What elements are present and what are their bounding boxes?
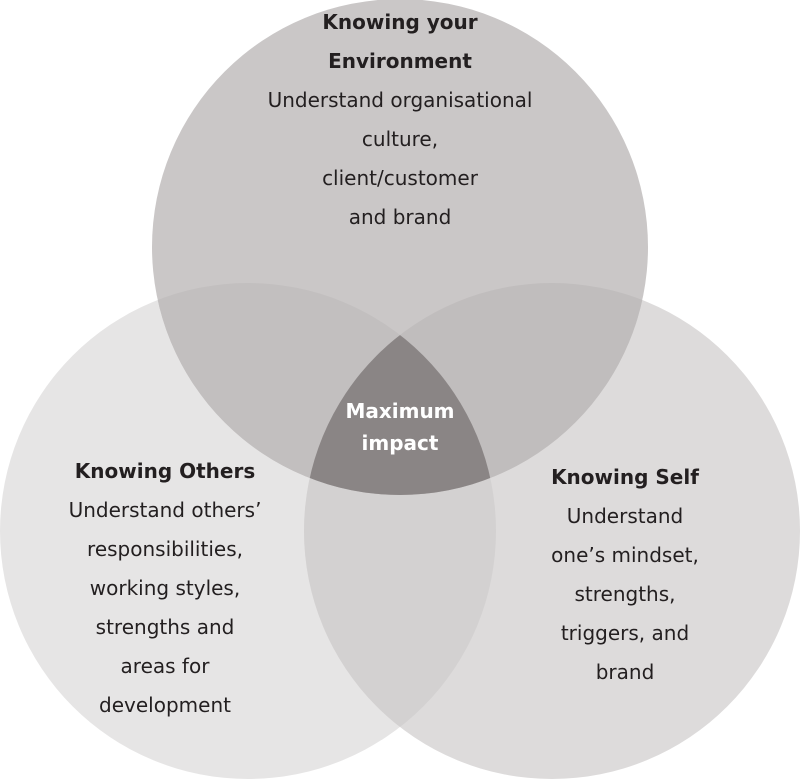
others-title: Knowing Others	[74, 459, 256, 483]
self-line: triggers, and	[560, 621, 690, 645]
environment-title-1: Knowing your	[322, 10, 478, 34]
center-line-1: Maximum	[345, 399, 455, 423]
environment-line: client/customer	[322, 166, 478, 190]
environment-title-2: Environment	[328, 49, 472, 73]
others-line: areas for	[120, 654, 210, 678]
others-line: Understand others’	[68, 498, 262, 522]
others-line: working styles,	[89, 576, 241, 600]
self-label: Knowing Self Understand one’s mindset, s…	[505, 458, 745, 692]
self-title: Knowing Self	[551, 465, 699, 489]
environment-label: Knowing your Environment Understand orga…	[230, 0, 570, 237]
environment-line: Understand organisational	[267, 88, 533, 112]
overlap-maximum-impact	[304, 283, 496, 495]
environment-line: culture,	[361, 127, 439, 151]
others-line: development	[99, 693, 231, 717]
self-line: strengths,	[574, 582, 676, 606]
self-line: Understand	[566, 504, 684, 528]
others-line: strengths and	[95, 615, 235, 639]
maximum-impact-label: Maximum impact	[310, 395, 490, 459]
self-line: brand	[595, 660, 655, 684]
others-line: responsibilities,	[87, 537, 243, 561]
self-line: one’s mindset,	[551, 543, 699, 567]
others-label: Knowing Others Understand others’ respon…	[30, 452, 300, 725]
center-line-2: impact	[361, 431, 439, 455]
environment-line: and brand	[348, 205, 452, 229]
